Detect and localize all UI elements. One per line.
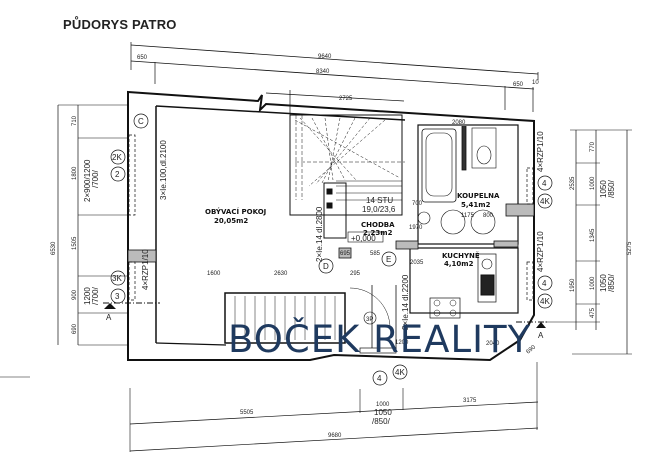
dim-1200: 1200	[395, 340, 409, 346]
window-c-note: 3×Ie.100,dl.2100	[159, 140, 168, 200]
door-spec: 1050	[374, 408, 392, 417]
room-bathroom-name: KOUPELNA	[457, 192, 500, 200]
marker-2k: 2K	[112, 153, 122, 162]
dim-2040: 2040	[486, 341, 500, 347]
dim-right-3: 1345	[590, 228, 596, 242]
dim-585: 585	[370, 251, 381, 257]
lintel-e-note: 2×Ie.14 dl.2200	[401, 274, 410, 330]
dim-right-5: 475	[590, 307, 596, 318]
marker-4-right-top: 4	[542, 179, 547, 188]
stairs-ratio: 19,0/23,6	[362, 205, 396, 214]
marker-3: 3	[115, 292, 120, 301]
watermark-logo: BOČEK REALITY	[228, 317, 531, 361]
marker-4k-right-bot: 4K	[540, 297, 550, 306]
dim-1600: 1600	[207, 271, 221, 277]
washbasin-right	[470, 209, 496, 235]
dim-left-4: 900	[72, 289, 78, 300]
dim-stair: 2725	[339, 96, 353, 102]
window-left-spec2: /700/	[91, 169, 100, 188]
room-kitchen-area: 4,10m2	[444, 260, 474, 268]
room-living-area: 20,05m2	[214, 217, 248, 225]
dim-kitchen-width: 2035	[410, 260, 424, 266]
dim-left-total: 6530	[51, 241, 57, 255]
rzp-right-top-note: 4×RZP1/10	[536, 131, 545, 172]
window-right-spec: 1050	[599, 180, 608, 198]
door-spec2: /850/	[372, 417, 391, 426]
dim-right-g1: 2535	[570, 176, 576, 190]
dim-left-1: 710	[72, 115, 78, 126]
door-bath-width: 700	[412, 201, 423, 207]
room-hall-name: CHODBA	[361, 221, 395, 229]
dim-top-left: 650	[137, 55, 148, 61]
marker-4-bottom: 4	[377, 374, 382, 383]
dim-bottom-door: 1000	[376, 402, 390, 408]
dim-800-bath: 800	[483, 213, 494, 219]
section-a-left: A	[106, 313, 112, 322]
dim-right-g2: 1950	[570, 278, 576, 292]
marker-4k-bottom: 4K	[395, 368, 405, 377]
section-a-right: A	[538, 331, 544, 340]
room-kitchen-name: KUCHYNĚ	[442, 251, 480, 260]
dim-2630: 2630	[274, 271, 288, 277]
dim-line-top-total	[130, 44, 539, 75]
dim-left-5: 690	[72, 323, 78, 334]
floor-level: +0,000	[351, 234, 376, 243]
marker-2: 2	[115, 170, 120, 179]
dim-top-inner: 8340	[316, 69, 330, 75]
window-left-spec: 2×900/1200	[83, 159, 92, 202]
window-left-b2: /700/	[91, 286, 100, 305]
window-right-spec2: /850/	[607, 179, 616, 198]
dim-diagonal: 690	[525, 344, 537, 355]
room-bathroom-area: 5,41m2	[461, 201, 491, 209]
stairs-count: 14 STU	[366, 196, 393, 205]
dim-top-total: 9640	[318, 54, 332, 60]
room-living-name: OBÝVACÍ POKOJ	[205, 207, 266, 216]
toilet	[476, 145, 492, 165]
dim-bottom-left: 5505	[240, 410, 254, 416]
lintel-d-note: 2×Ie.14 dl.2800	[315, 206, 324, 262]
dim-800: 295	[350, 271, 361, 277]
dim-bottom-right: 3175	[463, 398, 477, 404]
door-bath-height: 1970	[409, 225, 423, 231]
dim-1175: 1175	[461, 213, 475, 219]
bathtub	[421, 128, 457, 203]
outer-wall	[127, 90, 535, 362]
marker-4-right-bot: 4	[542, 279, 547, 288]
window-right-spec2-b: /850/	[607, 273, 616, 292]
dim-right-4: 1000	[590, 276, 596, 290]
stove	[429, 297, 461, 319]
room-hall-area: 2,23m2	[363, 229, 393, 237]
rzp-left-note: 4×RZP1/10	[141, 249, 150, 290]
dim-top-right-small: 10	[532, 80, 539, 86]
dim-right-2: 1000	[590, 176, 596, 190]
dim-695: 695	[340, 251, 351, 257]
window-right-spec-b: 1050	[599, 274, 608, 292]
marker-e: E	[386, 255, 391, 264]
page-title: PŮDORYS PATRO	[63, 17, 177, 32]
marker-4k-right-top: 4K	[540, 197, 550, 206]
marker-c: C	[138, 117, 144, 126]
dim-right-total: 5275	[627, 241, 633, 255]
marker-3k: 3K	[112, 274, 122, 283]
washbasin-left	[440, 209, 466, 235]
dim-top-right: 650	[513, 82, 524, 88]
dim-right-1: 770	[590, 141, 596, 152]
dim-bath: 2080	[452, 120, 466, 126]
marker-d: D	[323, 262, 329, 271]
dim-bottom-total: 9680	[328, 433, 342, 439]
rzp-right-bot-note: 4×RZP1/10	[536, 231, 545, 272]
window-left-b: 1200	[83, 287, 92, 305]
dim-left-2: 1800	[72, 166, 78, 180]
marker-3p: 3P	[366, 317, 373, 323]
sink	[477, 253, 497, 303]
dim-left-3: 1505	[72, 236, 78, 250]
